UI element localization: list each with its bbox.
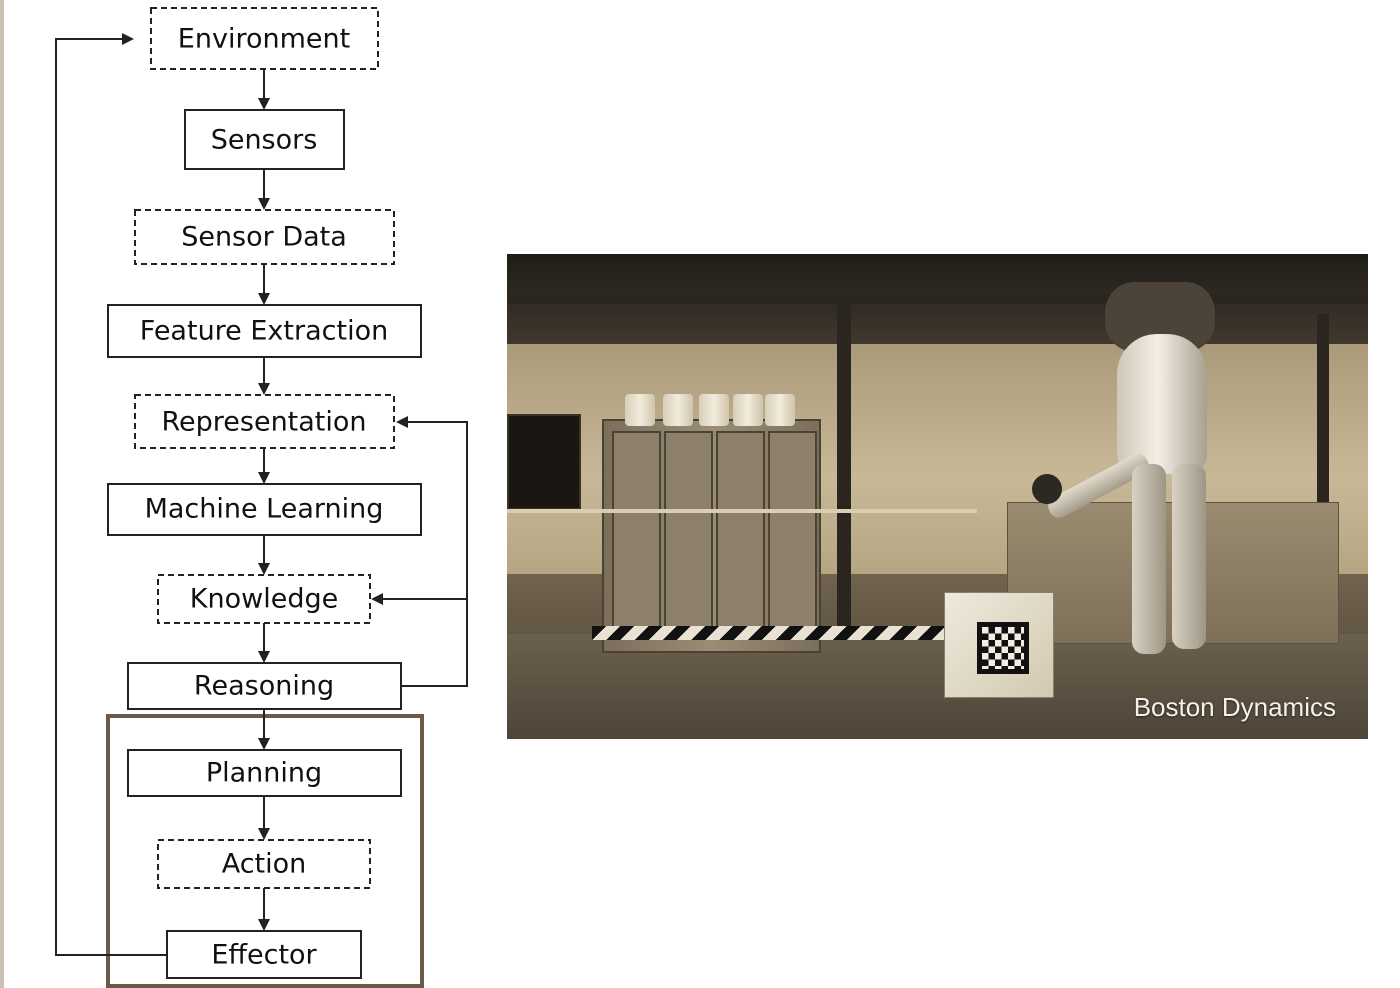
wall-monitor — [507, 414, 581, 510]
drum — [765, 394, 795, 426]
node-feature-extraction-label: Feature Extraction — [140, 316, 388, 347]
node-sensor-data: Sensor Data — [134, 209, 395, 265]
storage-cabinet — [602, 419, 821, 653]
robot-leg — [1132, 464, 1166, 654]
cabinet-door — [716, 431, 765, 640]
node-representation-label: Representation — [161, 407, 366, 438]
ceiling-beam — [507, 294, 1368, 304]
node-representation: Representation — [134, 394, 395, 449]
drum — [663, 394, 693, 426]
node-machine-learning: Machine Learning — [107, 483, 422, 536]
drum — [625, 394, 655, 426]
node-environment-label: Environment — [178, 24, 350, 55]
robot-photo: Boston Dynamics — [507, 254, 1368, 739]
robot-leg — [1172, 464, 1206, 649]
photo-watermark: Boston Dynamics — [1133, 692, 1336, 722]
node-planning: Planning — [127, 749, 402, 797]
node-knowledge-label: Knowledge — [190, 584, 338, 615]
edge-reasoning-representation — [396, 416, 468, 687]
edge-effector-environment — [55, 33, 167, 956]
node-reasoning-label: Reasoning — [194, 671, 334, 702]
fiducial-marker-icon — [977, 622, 1029, 674]
cabinet-door — [768, 431, 817, 640]
node-machine-learning-label: Machine Learning — [145, 494, 384, 525]
node-effector-label: Effector — [211, 940, 317, 971]
drum — [699, 394, 729, 426]
node-sensors: Sensors — [184, 109, 345, 170]
support-column — [837, 304, 851, 634]
robot-torso — [1117, 334, 1207, 474]
node-action: Action — [157, 839, 371, 889]
cabinet-door — [664, 431, 713, 640]
cabinet-door — [612, 431, 661, 640]
node-action-label: Action — [222, 849, 307, 880]
drum — [733, 394, 763, 426]
barrier-tape — [507, 509, 977, 513]
node-feature-extraction: Feature Extraction — [107, 304, 422, 358]
robot-hand — [1032, 474, 1062, 504]
node-planning-label: Planning — [206, 758, 322, 789]
node-reasoning: Reasoning — [127, 662, 402, 710]
node-sensor-data-label: Sensor Data — [181, 222, 347, 253]
left-edge-border — [0, 0, 4, 988]
ai-pipeline-diagram: Environment Sensors Sensor Data Feature … — [55, 7, 468, 988]
node-knowledge: Knowledge — [157, 574, 371, 624]
node-effector: Effector — [166, 930, 362, 979]
node-environment: Environment — [150, 7, 379, 70]
node-sensors-label: Sensors — [211, 125, 318, 156]
hazard-stripe — [592, 626, 952, 640]
